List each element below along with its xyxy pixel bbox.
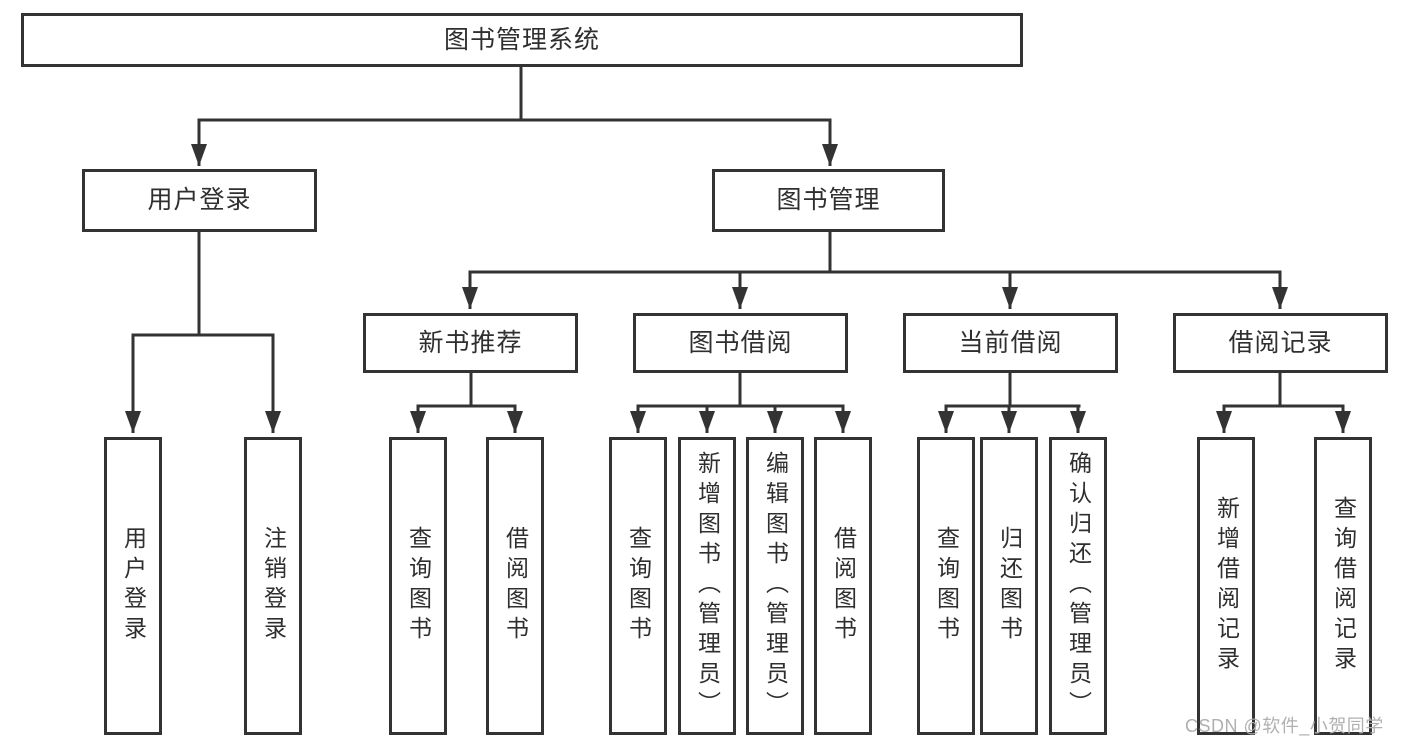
leaf-borrow-books-borrow: 借阅图书 [814,437,872,735]
leaf-add-book-admin-label: 新增图书（管理员） [694,451,721,721]
leaf-query-borrow-record: 查询借阅记录 [1314,437,1372,735]
node-borrow-records: 借阅记录 [1173,313,1388,373]
leaf-edit-book-admin-label: 编辑图书（管理员） [762,451,789,721]
leaf-query-books-recommend-label: 查询图书 [405,526,432,646]
leaf-return-book-label: 归还图书 [996,526,1023,646]
connector-book-management-to-groups [462,231,1288,309]
leaf-borrow-books-recommend: 借阅图书 [486,437,544,735]
leaf-edit-book-admin: 编辑图书（管理员） [746,437,804,735]
node-user-login-label: 用户登录 [147,186,252,214]
node-book-management: 图书管理 [712,169,945,232]
leaf-return-book: 归还图书 [980,437,1038,735]
leaf-borrow-books-recommend-label: 借阅图书 [502,526,529,646]
connector-root-to-level2 [191,66,838,166]
node-root: 图书管理系统 [21,13,1023,67]
connector-new-book-recommend-to-leaves [410,372,523,433]
leaf-query-books-current-label: 查询图书 [933,526,960,646]
leaf-borrow-books-borrow-label: 借阅图书 [830,526,857,646]
connector-current-borrow-to-leaves [938,372,1086,433]
leaf-query-books-recommend: 查询图书 [389,437,447,735]
leaf-confirm-return-admin-label: 确认归还（管理员） [1065,451,1092,721]
leaf-user-login-label: 用户登录 [120,526,147,646]
node-book-borrow: 图书借阅 [633,313,848,373]
node-borrow-records-label: 借阅记录 [1228,328,1333,357]
connector-user-login-to-leaves [125,231,281,433]
node-current-borrow: 当前借阅 [903,313,1118,373]
node-current-borrow-label: 当前借阅 [958,328,1063,357]
node-user-login: 用户登录 [82,169,317,232]
leaf-logout-label: 注销登录 [260,526,287,646]
node-new-book-recommend: 新书推荐 [363,313,578,373]
node-root-label: 图书管理系统 [443,25,600,54]
leaf-add-borrow-record: 新增借阅记录 [1197,437,1255,735]
leaf-add-borrow-record-label: 新增借阅记录 [1213,496,1240,676]
leaf-query-books-borrow: 查询图书 [609,437,667,735]
connector-book-borrow-to-leaves [630,372,851,433]
node-book-borrow-label: 图书借阅 [688,328,793,357]
leaf-confirm-return-admin: 确认归还（管理员） [1049,437,1107,735]
csdn-watermark: CSDN @软件_小贺同学 [1185,716,1384,736]
leaf-query-books-borrow-label: 查询图书 [625,526,652,646]
leaf-query-books-current: 查询图书 [917,437,975,735]
leaf-user-login: 用户登录 [104,437,162,735]
node-book-management-label: 图书管理 [776,186,881,214]
leaf-add-book-admin: 新增图书（管理员） [678,437,736,735]
leaf-logout: 注销登录 [244,437,302,735]
leaf-query-borrow-record-label: 查询借阅记录 [1330,496,1357,676]
connector-borrow-records-to-leaves [1216,372,1351,433]
node-new-book-recommend-label: 新书推荐 [418,328,523,357]
